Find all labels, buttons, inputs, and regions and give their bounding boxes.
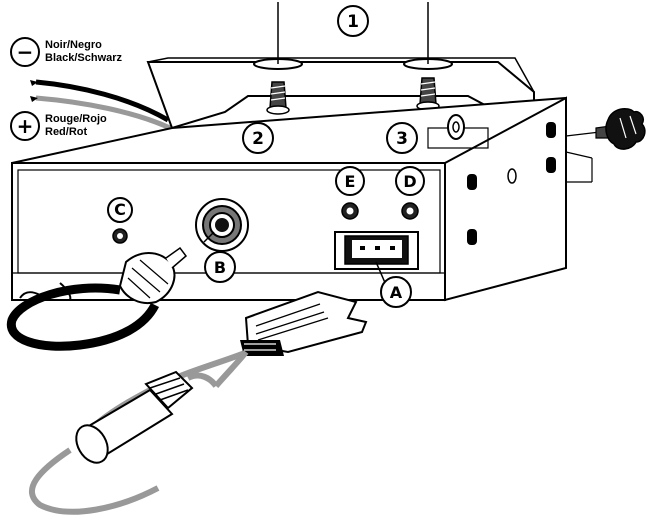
mounting-screw — [416, 77, 440, 111]
antenna-connector — [195, 198, 249, 252]
callout-e-label: E — [345, 172, 356, 191]
power-wires — [30, 79, 172, 131]
bracket-knob — [427, 107, 646, 183]
callout-d: D — [395, 166, 425, 196]
callout-b: B — [204, 251, 236, 283]
legend-negative-line2: Black/Schwarz — [45, 52, 123, 64]
power-cord — [29, 290, 368, 515]
callout-2-label: 2 — [252, 129, 264, 149]
callout-3: 3 — [386, 122, 418, 154]
callout-d-label: D — [403, 172, 416, 191]
legend-negative-line1: Noir/Negro — [45, 39, 102, 51]
callout-c: C — [107, 197, 133, 223]
power-socket — [334, 231, 419, 286]
legend-negative: − Noir/Negro Black/Schwarz — [10, 37, 123, 67]
callout-b-label: B — [214, 258, 226, 277]
callout-a-label: A — [390, 283, 403, 302]
legend-positive-line1: Rouge/Rojo — [45, 113, 107, 125]
callout-e: E — [335, 166, 365, 196]
callout-2: 2 — [242, 122, 274, 154]
callout-c-label: C — [114, 200, 126, 219]
minus-icon: − — [17, 40, 34, 64]
callout-3-label: 3 — [396, 129, 408, 149]
fuse-holder — [75, 350, 249, 464]
plus-icon: + — [17, 114, 34, 138]
callout-1-label: 1 — [347, 12, 359, 32]
antenna-cable — [6, 246, 188, 351]
callout-1: 1 — [337, 5, 369, 37]
callout-a: A — [380, 276, 412, 308]
mounting-screw — [266, 81, 290, 115]
legend-positive-line2: Red/Rot — [45, 126, 88, 138]
legend-positive: + Rouge/Rojo Red/Rot — [10, 111, 107, 141]
